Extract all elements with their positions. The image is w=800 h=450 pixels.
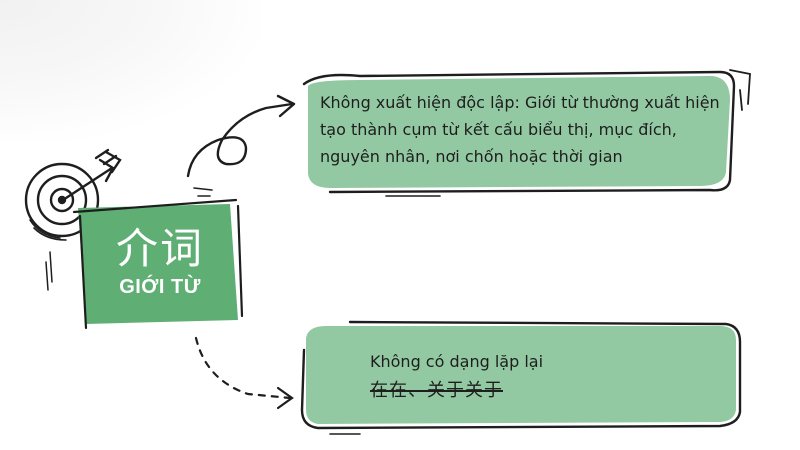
bottom-box-line1: Không có dạng lặp lại (370, 352, 544, 371)
bottom-box-text: Không có dạng lặp lại 在在、关于关于 (370, 348, 670, 404)
corner-shade (0, 0, 260, 140)
bottom-box-line2: 在在、关于关于 (370, 380, 503, 401)
title-chinese: 介词 (115, 224, 204, 273)
top-box-text: Không xuất hiện độc lập: Giới từ thường … (320, 93, 720, 166)
title-box (45, 198, 244, 330)
top-box (302, 69, 751, 197)
dashed-arrow-head (276, 386, 294, 410)
title-vietnamese: GIỚI TỪ (119, 276, 201, 298)
bottom-box (300, 320, 742, 435)
dashed-arrow (194, 336, 292, 400)
curly-arrow (186, 94, 296, 197)
